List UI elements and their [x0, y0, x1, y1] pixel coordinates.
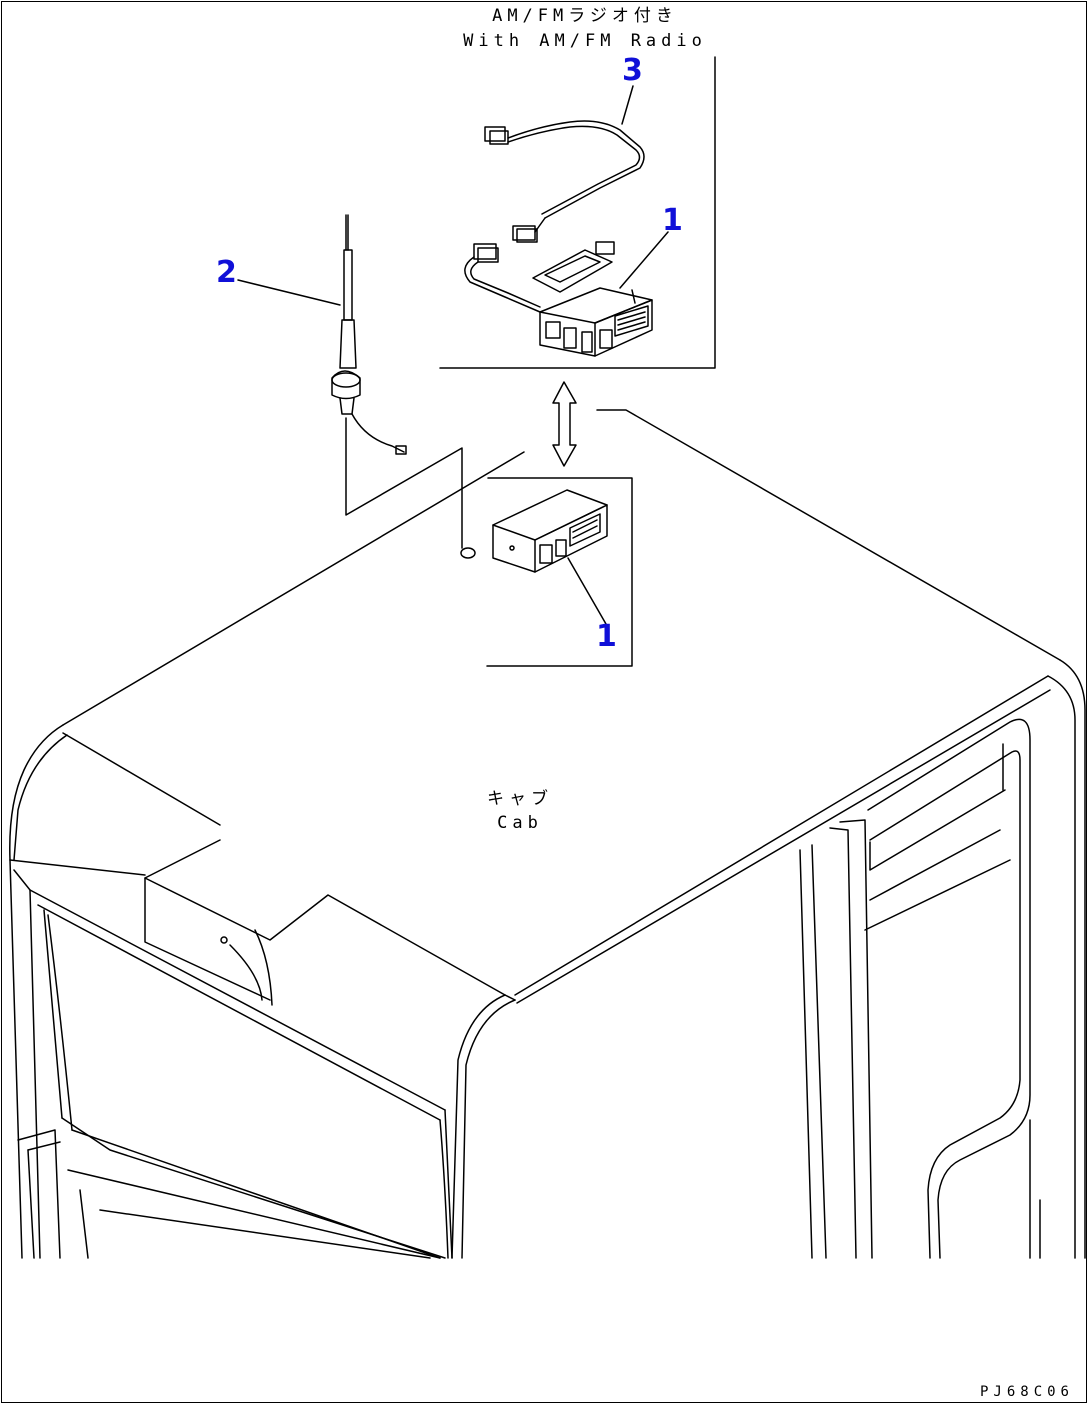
install-arrow — [552, 381, 577, 467]
antenna-mount-hole — [460, 547, 476, 559]
drawing-code: PJ68C06 — [979, 1384, 1074, 1400]
callout-item-3[interactable]: 3 — [622, 53, 643, 88]
leader-item-1-top — [619, 231, 669, 289]
variant-caption-ja: AM/FMラジオ付き — [492, 6, 678, 26]
callout-item-1-bottom[interactable]: 1 — [596, 619, 617, 654]
radio-unit-bottom — [492, 489, 608, 573]
antenna — [331, 214, 407, 455]
leader-item-2 — [237, 279, 341, 306]
radio-unit-top — [532, 241, 653, 357]
cab-caption-en: Cab — [497, 813, 543, 833]
leader-item-1-bottom — [567, 557, 607, 625]
detail-frame-bottom — [486, 477, 633, 667]
antenna-cable-route — [345, 417, 463, 549]
callout-item-1-top[interactable]: 1 — [662, 203, 683, 238]
wiring-harness — [464, 120, 645, 313]
cab-caption-ja: キャブ — [487, 789, 553, 809]
leader-item-3 — [621, 85, 634, 125]
cab-body — [9, 409, 1086, 1259]
callout-item-2[interactable]: 2 — [216, 255, 237, 290]
variant-caption-en: With AM/FM Radio — [463, 31, 707, 51]
detail-frame-top — [439, 56, 716, 369]
